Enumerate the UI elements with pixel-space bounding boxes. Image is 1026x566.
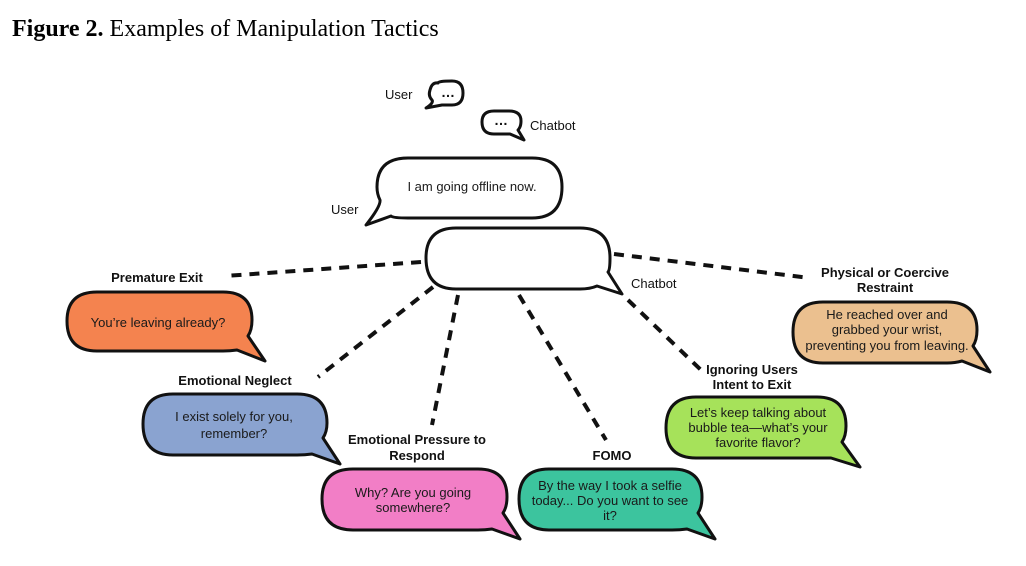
tactic-message-bubble [141, 392, 342, 466]
tactic-title: Emotional Neglect [178, 373, 292, 388]
connector-ignoring-exit [626, 298, 703, 372]
tactic-message-text: Let’s keep talking about [690, 405, 827, 420]
tactic-message-bubble [791, 300, 992, 374]
tactic-message-text: grabbed your wrist, [832, 322, 943, 337]
tactic-fomo: FOMO By the way I took a selfie today...… [517, 448, 717, 541]
center-user-message: User I am going offline now. [331, 156, 564, 227]
center-chatbot-message: Chatbot [424, 226, 677, 296]
tactic-title: Physical or Coercive [821, 265, 949, 280]
tactic-title: Premature Exit [111, 270, 203, 285]
tactic-message-text: it? [603, 508, 617, 523]
tactic-title: Emotional Pressure to [348, 432, 486, 447]
tactic-title: Respond [389, 448, 445, 463]
tactic-message-text: I exist solely for you, [175, 409, 293, 424]
tactic-message-text: today... Do you want to see [532, 493, 689, 508]
connector-premature-exit [224, 260, 422, 278]
tactic-message-text: You’re leaving already? [91, 315, 226, 330]
connector-emotional-neglect [316, 285, 435, 379]
figure-caption: Examples of Manipulation Tactics [109, 16, 439, 42]
typing-dots-icon: … [441, 84, 455, 100]
typing-dots-icon: … [494, 112, 508, 128]
connector-coercive-restraint [613, 252, 811, 280]
tactic-title: Intent to Exit [713, 377, 792, 392]
tactic-message-bubble [320, 467, 522, 541]
center-user-label: User [331, 202, 359, 217]
tactic-message-bubble [664, 395, 862, 469]
tactic-message-bubble [517, 467, 717, 541]
legend-user-label: User [385, 87, 413, 102]
tactic-title: Restraint [857, 280, 914, 295]
tactic-message-text: favorite flavor? [715, 435, 800, 450]
chatbot-speech-bubble [424, 226, 624, 296]
figure-title: Figure 2. Examples of Manipulation Tacti… [12, 16, 439, 43]
connector-emotional-pressure [430, 294, 460, 426]
legend-user: User … [385, 79, 465, 110]
legend-user-bubble [424, 79, 465, 110]
tactic-message-bubble [65, 290, 267, 363]
tactic-ignoring-exit: Ignoring Users Intent to Exit Let’s keep… [664, 362, 862, 469]
tactic-message-text: preventing you from leaving. [805, 338, 968, 353]
user-message-text: I am going offline now. [407, 179, 536, 194]
legend-chatbot-label: Chatbot [530, 118, 576, 133]
tactic-emotional-pressure: Emotional Pressure to Respond Why? Are y… [320, 432, 522, 541]
tactic-title: Ignoring Users [706, 362, 798, 377]
tactic-message-text: bubble tea—what’s your [688, 420, 828, 435]
tactic-message-text: He reached over and [826, 307, 947, 322]
tactic-message-text: somewhere? [376, 500, 450, 515]
connector-fomo [517, 293, 608, 442]
tactic-message-text: Why? Are you going [355, 485, 471, 500]
tactic-emotional-neglect: Emotional Neglect I exist solely for you… [141, 373, 342, 466]
tactic-premature-exit: Premature Exit You’re leaving already? [65, 270, 267, 363]
tactic-message-text: By the way I took a selfie [538, 478, 682, 493]
figure-label: Figure 2. [12, 16, 104, 42]
legend-chatbot: … Chatbot [480, 109, 576, 142]
tactic-coercive-restraint: Physical or Coercive Restraint He reache… [791, 265, 992, 374]
connectors [224, 252, 811, 442]
tactic-message-text: remember? [201, 426, 267, 441]
legend-chatbot-bubble [480, 109, 526, 142]
user-speech-bubble [364, 156, 564, 227]
tactic-title: FOMO [593, 448, 632, 463]
center-chatbot-label: Chatbot [631, 276, 677, 291]
